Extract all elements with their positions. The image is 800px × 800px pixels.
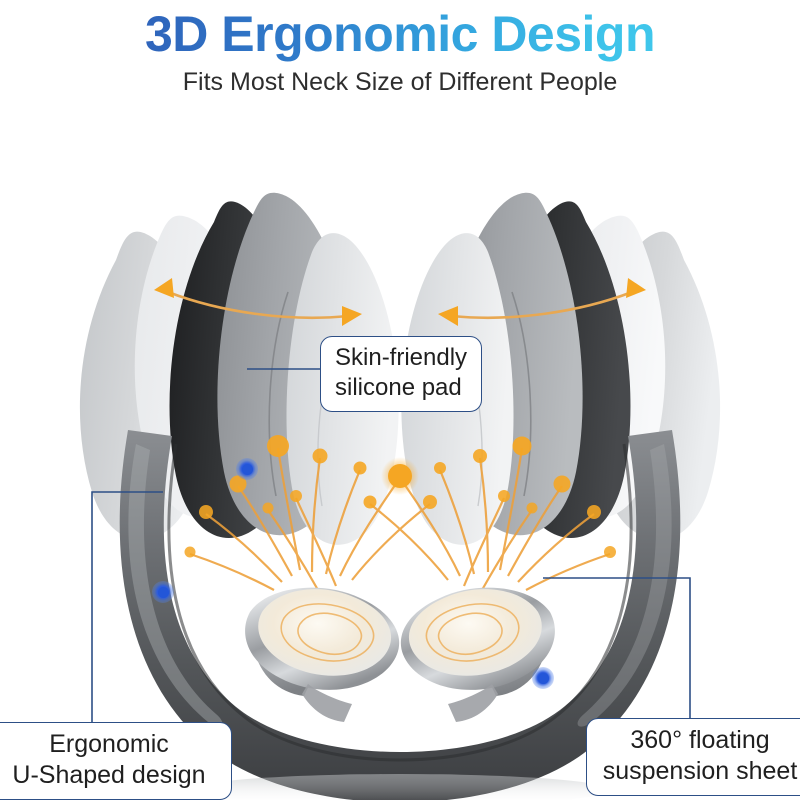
left-pad-stem xyxy=(302,684,352,722)
left-arrow-curve xyxy=(167,290,349,320)
flex-arrow-right xyxy=(438,278,646,326)
left-arm-seam xyxy=(268,291,289,497)
band-inner-edge xyxy=(167,443,633,762)
left-arrow-head-start xyxy=(154,278,174,298)
electrode-pad-right xyxy=(400,587,555,722)
right-arrow-head-start xyxy=(626,278,646,298)
callout-line-1: Skin-friendly xyxy=(335,344,468,371)
callout-360-floating-suspension-sheet[interactable]: 360° floating suspension sheet xyxy=(586,718,800,796)
u-shaped-band xyxy=(119,430,681,800)
band-sheen-right xyxy=(577,444,672,727)
right-arrow-head-end xyxy=(438,306,458,326)
connector-ushape xyxy=(91,491,163,728)
hotspot-dot-silicone[interactable] xyxy=(236,458,258,480)
page-title: 3D Ergonomic Design xyxy=(0,0,800,62)
band-sheen-left xyxy=(128,444,223,727)
right-arrow-curve xyxy=(451,290,633,320)
right-pad-rings xyxy=(425,603,520,662)
callout-line-1: Ergonomic xyxy=(49,730,169,758)
callout-line-1: 360° floating xyxy=(630,726,770,754)
callout-line-2: silicone pad xyxy=(335,374,462,401)
right-arm-seam xyxy=(511,291,532,497)
band-drop-shadow xyxy=(190,774,610,800)
callout-line-2: suspension sheet xyxy=(602,757,798,785)
right-pad-stem xyxy=(448,684,498,722)
flex-arrow-left xyxy=(154,278,362,326)
page-subtitle: Fits Most Neck Size of Different People xyxy=(182,68,618,96)
left-arrow-head-end xyxy=(342,306,362,326)
energy-particles xyxy=(184,435,616,558)
callout-skin-friendly-silicone-pad[interactable]: Skin-friendly silicone pad xyxy=(320,336,483,412)
electrode-pad-left xyxy=(245,587,400,722)
product-illustration xyxy=(0,100,800,800)
callout-connectors xyxy=(91,368,691,728)
left-pad-rings xyxy=(280,603,375,662)
connector-suspension xyxy=(543,577,691,724)
header-block: 3D Ergonomic Design Fits Most Neck Size … xyxy=(0,0,800,105)
neck-massager-svg xyxy=(79,192,721,800)
callout-line-2: U-Shaped design xyxy=(12,761,206,789)
callout-ergonomic-u-shaped-design[interactable]: Ergonomic U-Shaped design xyxy=(0,722,232,800)
hotspot-dot-ushape[interactable] xyxy=(152,581,174,603)
energy-streams xyxy=(189,447,611,591)
hotspot-dot-suspension[interactable] xyxy=(532,667,554,689)
